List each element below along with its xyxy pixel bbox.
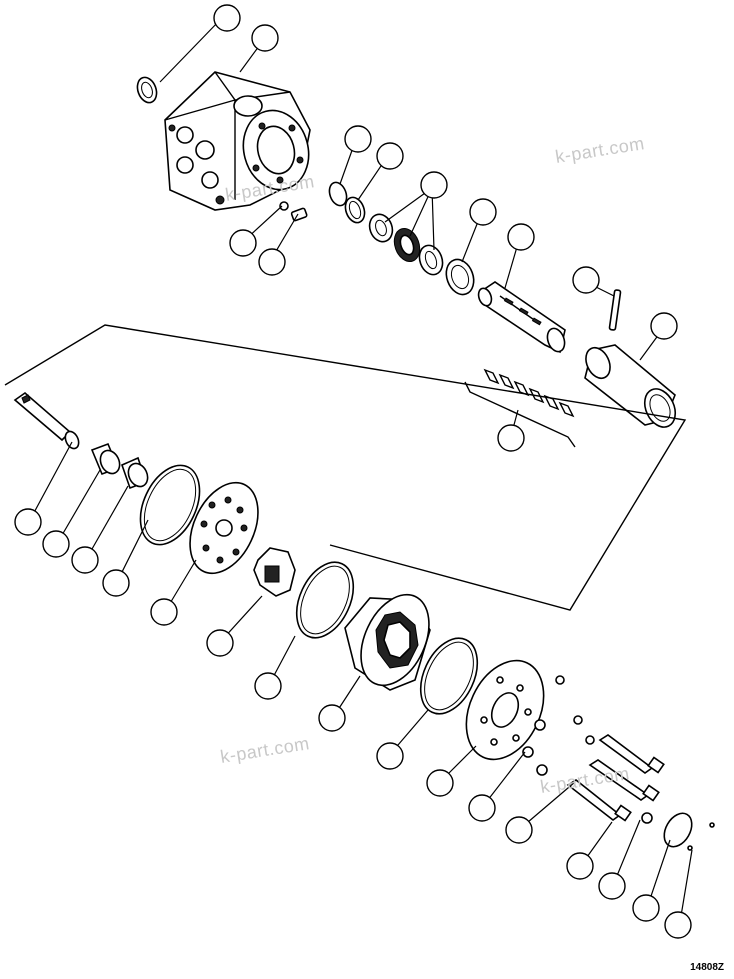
spool xyxy=(477,281,566,354)
callout-13 xyxy=(14,508,42,536)
callout-23 xyxy=(468,794,496,822)
needle-bearing xyxy=(393,228,421,262)
o-ring-small xyxy=(328,181,348,207)
callout-12 xyxy=(497,424,525,452)
callout-18 xyxy=(206,629,234,657)
o-ring-medium xyxy=(344,196,366,224)
callout-19 xyxy=(254,672,282,700)
check-ball-seat xyxy=(290,207,308,222)
assembly-frame-line xyxy=(4,324,687,611)
callout-24 xyxy=(505,816,533,844)
name-plate xyxy=(663,812,715,851)
callout-28 xyxy=(664,911,692,939)
bearing-race-washer xyxy=(368,213,394,243)
callout-6 xyxy=(376,142,404,170)
callout-5 xyxy=(344,125,372,153)
figure-number: 14808Z xyxy=(690,962,724,973)
spool-ring xyxy=(445,258,475,296)
callout-20 xyxy=(318,704,346,732)
callout-7 xyxy=(420,171,448,199)
callout-25 xyxy=(566,852,594,880)
valve-housing xyxy=(164,71,311,211)
callouts xyxy=(14,4,692,939)
callout-26 xyxy=(598,872,626,900)
seal-ring-top xyxy=(136,76,158,104)
callout-14 xyxy=(42,530,70,558)
callout-2 xyxy=(251,24,279,52)
spacer-plate xyxy=(189,481,259,575)
callout-16 xyxy=(102,569,130,597)
spacer xyxy=(90,442,121,476)
spacer-2 xyxy=(121,456,149,490)
callout-1 xyxy=(213,4,241,32)
callout-9 xyxy=(507,223,535,251)
end-cap xyxy=(465,659,545,761)
bearing-race-washer-2 xyxy=(418,244,444,276)
callout-4 xyxy=(258,248,286,276)
o-ring-large-3 xyxy=(419,637,479,715)
cross-pin xyxy=(608,289,622,331)
o-ring-large xyxy=(139,464,201,546)
o-ring-large-2 xyxy=(295,561,355,639)
check-ball xyxy=(279,201,289,211)
drive-shaft xyxy=(13,391,80,450)
callout-15 xyxy=(71,546,99,574)
callout-21 xyxy=(376,742,404,770)
callout-3 xyxy=(229,229,257,257)
gerotor-ring xyxy=(344,593,431,691)
callout-22 xyxy=(426,769,454,797)
callout-11 xyxy=(650,312,678,340)
cap-screws xyxy=(566,734,665,824)
callout-27 xyxy=(632,894,660,922)
star-rotor xyxy=(253,547,296,597)
sleeve xyxy=(584,344,677,428)
callout-8 xyxy=(469,198,497,226)
callout-10 xyxy=(572,266,600,294)
washers-and-nuts xyxy=(522,675,595,776)
callout-17 xyxy=(150,598,178,626)
leader-lines xyxy=(29,19,693,923)
